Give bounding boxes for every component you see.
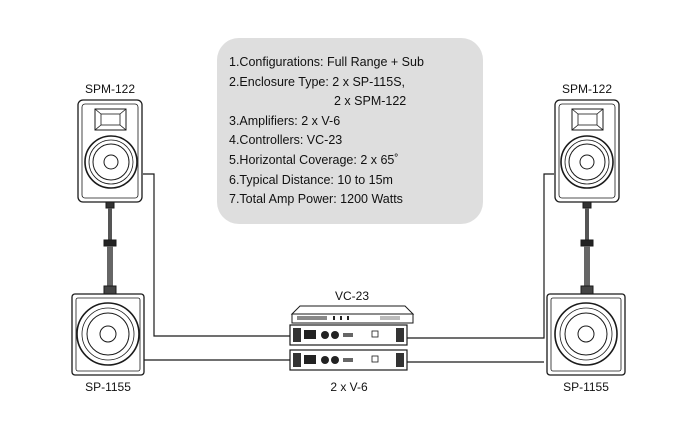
speaker-spm122-left bbox=[77, 99, 143, 295]
label-amplifiers: 2 x V-6 bbox=[330, 380, 368, 394]
spec-typical-distance: 6.Typical Distance: 10 to 15m bbox=[229, 172, 393, 187]
label-sp1155-left: SP-1155 bbox=[85, 380, 131, 394]
specifications-box: 1.Configurations: Full Range + Sub 2.Enc… bbox=[217, 38, 483, 224]
label-spm122-left: SPM-122 bbox=[84, 82, 136, 96]
cables bbox=[143, 173, 554, 363]
specifications-list: 1.Configurations: Full Range + Sub 2.Enc… bbox=[229, 53, 424, 210]
speaker-spm122-right bbox=[554, 99, 620, 295]
spec-amplifiers: 3.Amplifiers: 2 x V-6 bbox=[229, 113, 341, 128]
spec-enclosure-type: 2.Enclosure Type: 2 x SP-115S, bbox=[229, 74, 406, 89]
spec-controllers: 4.Controllers: VC-23 bbox=[229, 133, 343, 148]
label-controller: VC-23 bbox=[334, 289, 369, 303]
label-sp1155-right: SP-1155 bbox=[563, 380, 609, 394]
spec-configurations: 1.Configurations: Full Range + Sub bbox=[229, 55, 424, 69]
spec-horizontal-coverage: 5.Horizontal Coverage: 2 x 65˚ bbox=[229, 152, 399, 167]
controller-vc23 bbox=[290, 305, 415, 324]
amplifier-v6-top bbox=[289, 324, 408, 346]
subwoofer-sp1155-left bbox=[71, 293, 145, 376]
label-spm122-right: SPM-122 bbox=[561, 82, 613, 96]
subwoofer-sp1155-right bbox=[546, 293, 626, 376]
amplifier-v6-bottom bbox=[289, 349, 408, 371]
spec-total-amp-power: 7.Total Amp Power: 1200 Watts bbox=[229, 192, 403, 207]
spec-enclosure-type-cont: 2 x SPM-122 bbox=[334, 94, 407, 109]
